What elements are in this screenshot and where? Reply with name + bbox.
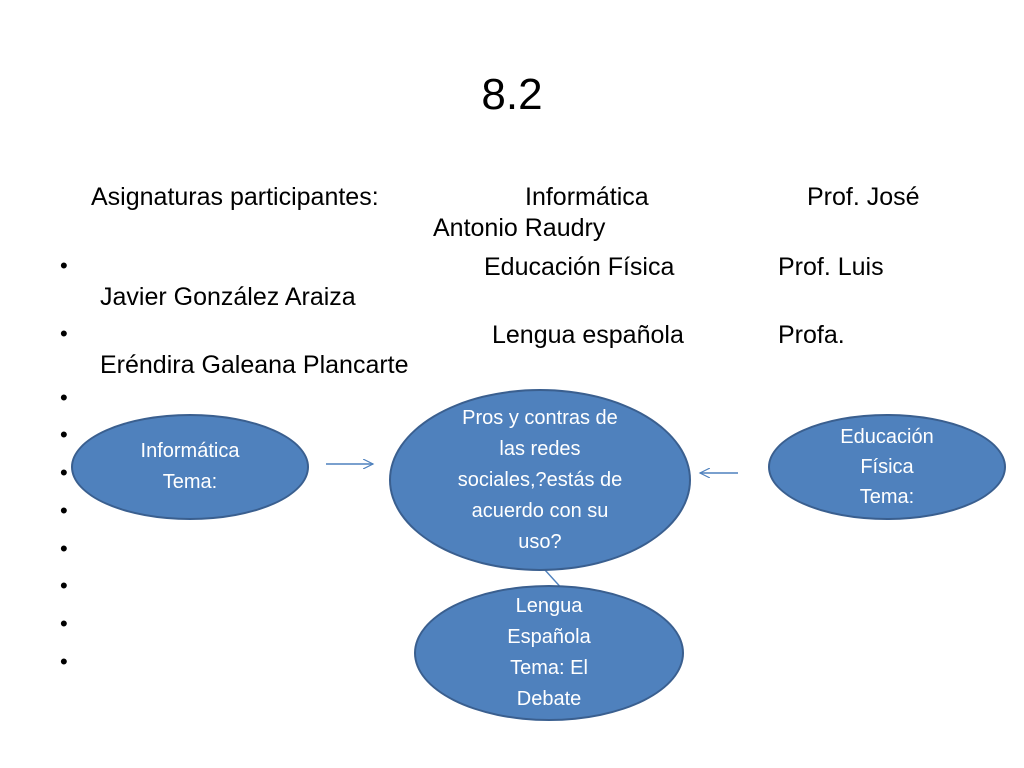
node-educacion-text: Educación Física Tema:	[840, 426, 934, 508]
node-educacion-fisica: Educación Física Tema:	[768, 414, 1006, 520]
node-center-topic: Pros y contras de las redes sociales,?es…	[389, 389, 691, 571]
bullet: •	[60, 321, 68, 346]
subject-lengua-espanola: Lengua española	[492, 321, 684, 349]
subjects-label: Asignaturas participantes:	[91, 183, 379, 211]
teacher-educacion-start: Prof. Luis	[778, 253, 884, 281]
node-informatica: Informática Tema:	[71, 414, 309, 520]
teacher-lengua-start: Profa.	[778, 321, 845, 349]
bullet: •	[60, 253, 68, 278]
teacher-informatica-start: Prof. José	[807, 183, 920, 211]
bullet: •	[60, 536, 68, 561]
bullet: •	[60, 385, 68, 410]
bullet: •	[60, 460, 68, 485]
bullet: •	[60, 498, 68, 523]
bullet: •	[60, 422, 68, 447]
subject-informatica: Informática	[525, 183, 649, 211]
node-lengua-text: Lengua Española Tema: El Debate	[507, 595, 591, 710]
teacher-educacion-end: Javier González Araiza	[100, 283, 356, 311]
bullet: •	[60, 573, 68, 598]
node-lengua-espanola: Lengua Española Tema: El Debate	[414, 585, 684, 721]
slide-title: 8.2	[481, 70, 543, 119]
bullet: •	[60, 649, 68, 674]
bullet: •	[60, 611, 68, 636]
teacher-lengua-end: Eréndira Galeana Plancarte	[100, 351, 409, 379]
node-informatica-text: Informática Tema:	[140, 440, 240, 493]
teacher-informatica-end: Antonio Raudry	[433, 214, 606, 242]
subject-educacion-fisica: Educación Física	[484, 253, 675, 281]
node-center-text: Pros y contras de las redes sociales,?es…	[457, 406, 623, 553]
